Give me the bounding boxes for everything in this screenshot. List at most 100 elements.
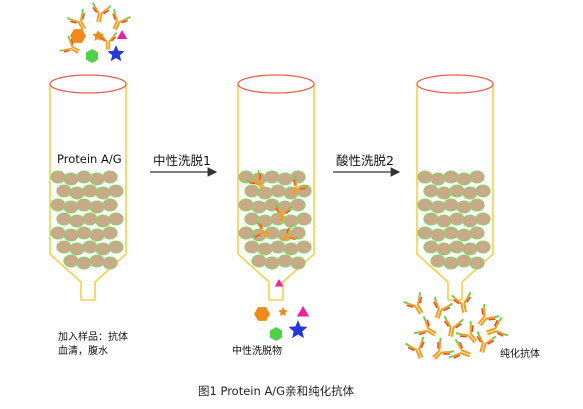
resin-bead: [443, 198, 459, 212]
resin-bead: [69, 214, 85, 228]
resin-bead: [251, 200, 267, 214]
antibody-icon: [92, 2, 112, 23]
hexagon-impurity-icon: [70, 29, 86, 43]
resin-bead: [277, 254, 293, 268]
resin-bead: [63, 200, 79, 214]
resin-bead: [283, 214, 299, 228]
antibody-icon: [246, 170, 265, 189]
step2-label: 酸性洗脱2: [336, 153, 394, 168]
resin-bead: [257, 242, 273, 256]
resin-bead: [456, 172, 472, 186]
resin-bead: [277, 172, 293, 186]
antibody-icon: [443, 315, 464, 337]
resin-bead: [443, 226, 459, 240]
resin-bead: [238, 198, 254, 212]
resin-bead: [423, 184, 439, 198]
resin-bead: [423, 212, 439, 226]
neutral-eluate-label: 中性洗脱物: [232, 346, 282, 357]
resin-bead: [296, 212, 312, 226]
resin-bead: [436, 242, 452, 256]
antibody-icon: [403, 292, 424, 315]
resin-bead: [430, 172, 446, 186]
resin-bead: [436, 186, 452, 200]
resin-bead: [82, 240, 98, 254]
resin-bead: [95, 214, 111, 228]
resin-bead: [244, 184, 260, 198]
resin-bead: [475, 184, 491, 198]
resin-bead: [270, 240, 286, 254]
triangle-impurity-icon: [116, 30, 128, 39]
resin-bead: [423, 240, 439, 254]
resin-bead: [76, 226, 92, 240]
resin-bead: [443, 170, 459, 184]
resin-bead: [469, 256, 485, 270]
resin-bead: [89, 254, 105, 268]
resin-bead: [456, 200, 472, 214]
resin-bead: [108, 240, 124, 254]
green-hexagon-impurity-icon: [85, 49, 99, 63]
resin-bead: [264, 256, 280, 270]
resin-bead: [270, 184, 286, 198]
resin-bead: [76, 256, 92, 270]
resin-bead: [417, 170, 433, 184]
resin-bead: [89, 172, 105, 186]
eluate-blue-star-icon: [288, 320, 308, 339]
antibody-icon: [66, 8, 87, 31]
resin-bead: [462, 186, 478, 200]
antibody-icon: [414, 316, 437, 337]
antibody-icon: [486, 316, 509, 337]
antibody-icon: [274, 203, 292, 222]
resin-bead: [82, 212, 98, 226]
antibody-icon: [291, 176, 309, 196]
resin-bead: [89, 200, 105, 214]
resin-bead: [469, 170, 485, 184]
resin-bead: [436, 214, 452, 228]
eluate-small-star-icon: [278, 307, 288, 316]
resin-bead: [462, 242, 478, 256]
resin-bead: [283, 242, 299, 256]
sample-label-line1: 加入样品：抗体: [58, 332, 128, 343]
resin-bead: [76, 198, 92, 212]
eluate-hexagon-icon: [254, 307, 270, 321]
resin-bead: [102, 170, 118, 184]
resin-bead: [264, 170, 280, 184]
resin-bead: [50, 170, 66, 184]
blue-star-impurity-icon: [107, 45, 125, 62]
resin-bead: [456, 254, 472, 268]
eluate-green-hexagon-icon: [269, 327, 283, 341]
resin-bead: [449, 184, 465, 198]
resin-bead: [102, 256, 118, 270]
resin-bead: [63, 228, 79, 242]
purified-antibody-label: 纯化抗体: [500, 349, 540, 360]
resin-bead: [456, 228, 472, 242]
resin-bead: [257, 214, 273, 228]
step1-label: 中性洗脱1: [153, 153, 211, 168]
resin-bead: [475, 212, 491, 226]
antibody-icon: [250, 221, 270, 238]
resin-bead: [251, 254, 267, 268]
resin-bead: [475, 240, 491, 254]
resin-bead: [296, 240, 312, 254]
column-1: [49, 74, 127, 301]
antibody-icon: [404, 336, 425, 359]
resin-bead: [430, 200, 446, 214]
bead-bed: [50, 170, 124, 270]
small-star-impurity-icon: [92, 30, 104, 41]
resin-bead: [63, 254, 79, 268]
antibody-icon: [281, 225, 299, 242]
resin-bead: [69, 186, 85, 200]
antibody-icon: [432, 337, 455, 360]
column-body: [49, 84, 127, 301]
dripping-triangle-icon: [274, 279, 284, 287]
resin-bead: [56, 240, 72, 254]
resin-bead: [50, 226, 66, 240]
resin-bead: [56, 184, 72, 198]
resin-bead: [462, 214, 478, 228]
antibody-icon: [112, 9, 131, 31]
resin-bead: [417, 198, 433, 212]
column-3: [416, 74, 494, 301]
resin-bead: [469, 198, 485, 212]
figure-caption: 图1 Protein A/G亲和纯化抗体: [198, 384, 355, 398]
antibody-icon: [451, 291, 472, 313]
